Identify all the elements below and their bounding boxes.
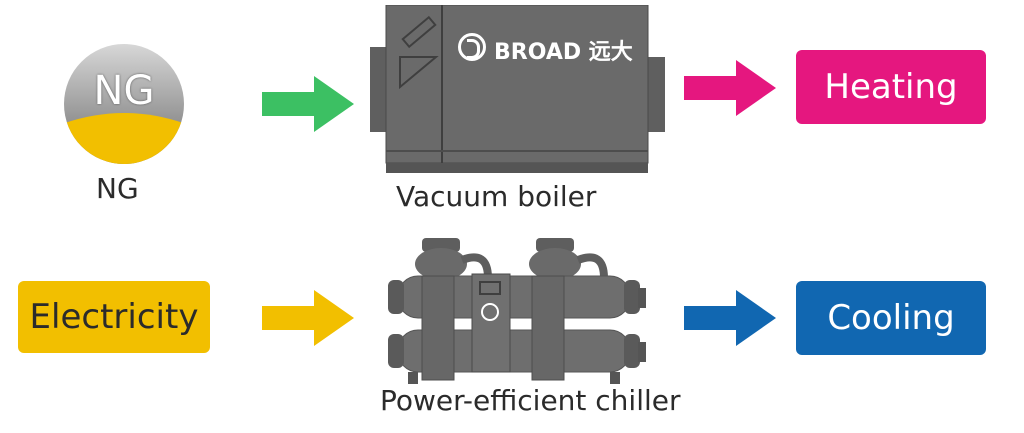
chiller-image [388,238,650,384]
cooling-box: Cooling [796,281,986,355]
vacuum-boiler-label: Vacuum boiler [396,180,597,213]
ng-icon-text: NG [93,68,155,114]
broad-logo-icon [458,33,486,61]
ng-label: NG [96,172,139,205]
blue-arrow-icon [684,290,776,346]
boiler-brand-text: BROAD 远大 [494,40,633,65]
green-arrow-icon [262,76,354,132]
electricity-box: Electricity [18,281,210,353]
cooling-label: Cooling [827,298,955,338]
chiller-label: Power-efficient chiller [380,384,681,417]
vacuum-boiler-image: BROAD 远大 [370,5,665,175]
pink-arrow-icon [684,60,776,116]
heating-box: Heating [796,50,986,124]
electricity-label: Electricity [29,297,199,337]
heating-label: Heating [824,67,958,107]
yellow-arrow-icon [262,290,354,346]
ng-gas-icon: NG [62,42,186,166]
